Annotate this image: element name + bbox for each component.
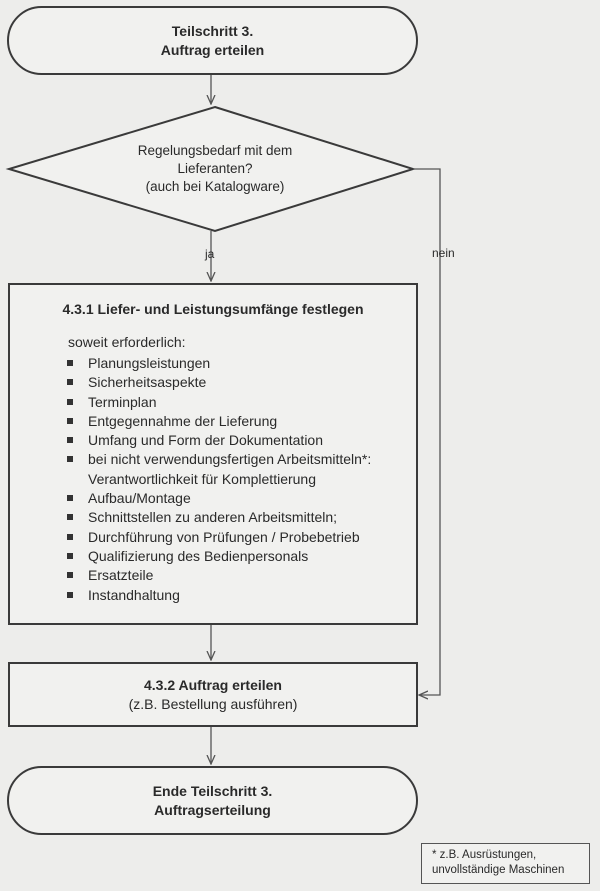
decision-line1: Regelungsbedarf mit dem xyxy=(137,143,293,158)
list-item: Sicherheitsaspekte xyxy=(64,373,408,392)
step-4-3-1-intro: soweit erforderlich: xyxy=(68,334,186,350)
step-4-3-2-title: 4.3.2 Auftrag erteilen xyxy=(144,676,282,693)
step-4-3-1-title: 4.3.1 Liefer- und Leistungsumfänge festl… xyxy=(62,301,364,317)
list-item: Ersatzteile xyxy=(64,566,408,585)
list-item: Umfang und Form der Dokumentation xyxy=(64,431,408,450)
decision-text: Regelungsbedarf mit dem Lieferanten? (au… xyxy=(100,142,330,196)
list-item-text: bei nicht verwendungsfertigen Arbeitsmit… xyxy=(88,451,372,468)
step-4-3-2-subtitle: (z.B. Bestellung ausführen) xyxy=(128,695,298,712)
yes-label: ja xyxy=(205,247,215,261)
footnote-line1: * z.B. Ausrüstungen, xyxy=(432,849,537,861)
decision-diamond xyxy=(5,105,417,233)
decision-line3: (auch bei Katalogware) xyxy=(145,179,285,194)
footnote: * z.B. Ausrüstungen, unvollständige Masc… xyxy=(421,843,590,884)
list-item: Terminplan xyxy=(64,393,408,412)
end-terminator: Ende Teilschritt 3. Auftragserteilung xyxy=(7,766,418,835)
list-item: Instandhaltung xyxy=(64,586,408,605)
no-label: nein xyxy=(432,246,455,260)
list-item: Durchführung von Prüfungen / Probebetrie… xyxy=(64,528,408,547)
list-item: Entgegennahme der Lieferung xyxy=(64,412,408,431)
arrow-decision-no xyxy=(413,168,441,695)
decision-line2: Lieferanten? xyxy=(177,161,253,176)
list-item: Planungsleistungen xyxy=(64,354,408,373)
list-item: Qualifizierung des Bedienpersonals xyxy=(64,547,408,566)
step-4-3-2-box: 4.3.2 Auftrag erteilen (z.B. Bestellung … xyxy=(8,662,418,727)
start-line1: Teilschritt 3. xyxy=(171,22,254,39)
start-line2: Auftrag erteilen xyxy=(160,41,265,58)
list-item-continuation: Verantwortlichkeit für Komplettierung xyxy=(88,470,316,487)
list-item: Schnittstellen zu anderen Arbeitsmitteln… xyxy=(64,508,408,527)
list-item: bei nicht verwendungsfertigen Arbeitsmit… xyxy=(64,450,408,489)
requirements-list: Planungsleistungen Sicherheitsaspekte Te… xyxy=(64,354,408,605)
start-terminator: Teilschritt 3. Auftrag erteilen xyxy=(7,6,418,75)
list-item: Aufbau/Montage xyxy=(64,489,408,508)
footnote-line2: unvollständige Maschinen xyxy=(432,864,565,876)
step-4-3-1-box: 4.3.1 Liefer- und Leistungsumfänge festl… xyxy=(8,283,418,625)
end-line2: Auftragserteilung xyxy=(154,801,271,818)
end-line1: Ende Teilschritt 3. xyxy=(152,782,273,799)
